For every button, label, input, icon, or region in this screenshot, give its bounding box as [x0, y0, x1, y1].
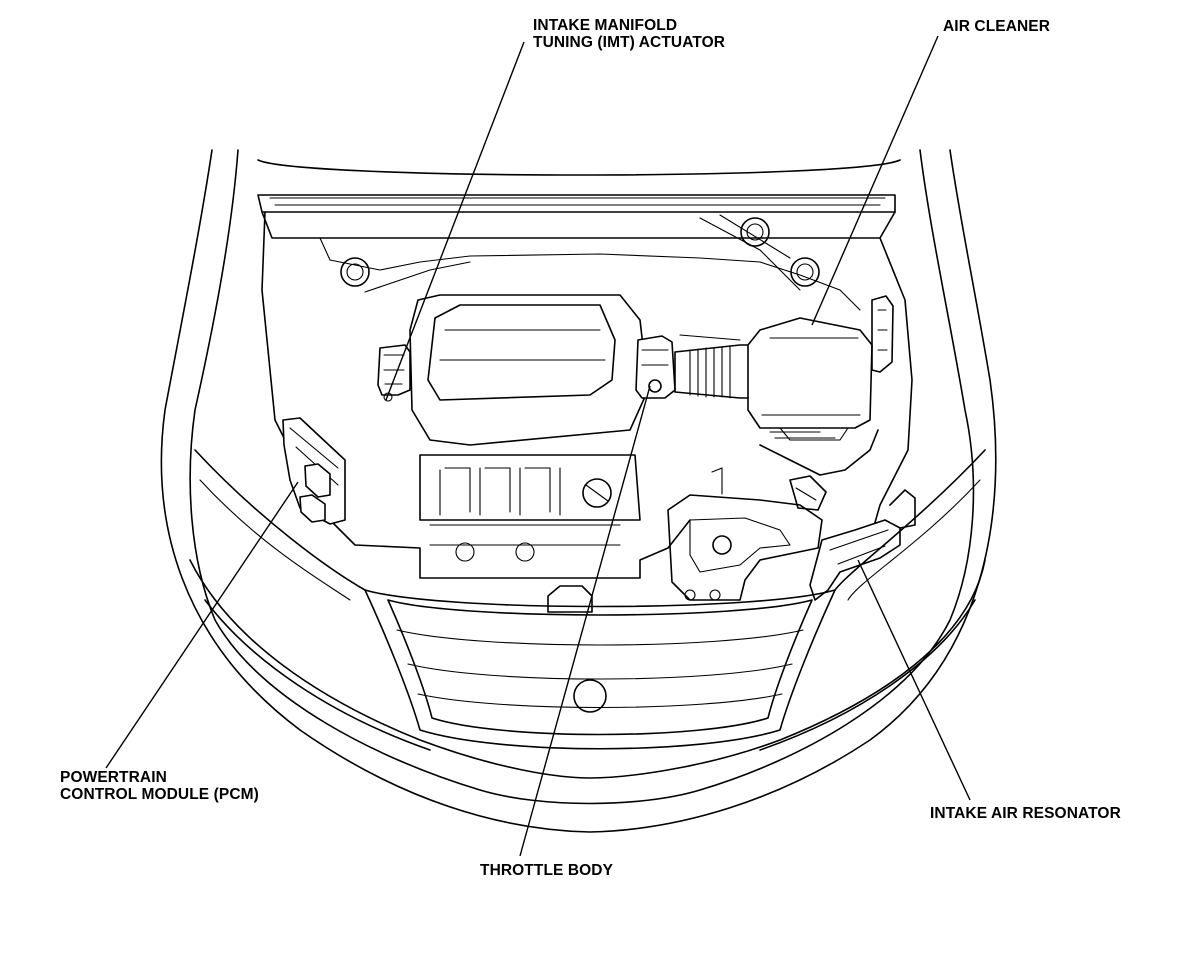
bracket-part: [667, 467, 823, 601]
engine-compartment: [261, 211, 913, 579]
label-pcm-line1: POWERTRAIN: [60, 769, 167, 786]
firewall-outline: [257, 159, 901, 239]
label-imt-actuator: INTAKE MANIFOLD TUNING (IMT) ACTUATOR: [533, 17, 725, 51]
label-throttle-body: THROTTLE BODY: [480, 862, 613, 879]
leader-lines: [105, 35, 971, 857]
label-pcm-line2: CONTROL MODULE (PCM): [60, 786, 259, 803]
label-intake-air-resonator: INTAKE AIR RESONATOR: [930, 805, 1121, 822]
label-air-cleaner-text: AIR CLEANER: [943, 18, 1051, 35]
label-air-cleaner: AIR CLEANER: [943, 18, 1050, 35]
label-imt-line1: INTAKE MANIFOLD: [533, 17, 678, 34]
front-grille: [364, 589, 836, 750]
air-cleaner-leader-line: [811, 35, 939, 326]
air-cleaner-part: [747, 295, 894, 441]
engine-cover: [409, 294, 649, 613]
label-pcm: POWERTRAIN CONTROL MODULE (PCM): [60, 769, 259, 803]
duct-part: [759, 429, 879, 511]
imt-leader-line: [385, 41, 525, 401]
intake-air-resonator-part: [809, 489, 916, 601]
resonator-leader-line: [857, 559, 971, 801]
car-body-outline: [160, 149, 997, 833]
label-throttle-body-text: THROTTLE BODY: [480, 862, 614, 879]
imt-actuator-part: [377, 344, 411, 402]
label-imt-line2: TUNING (IMT) ACTUATOR: [533, 34, 726, 51]
pcm-part: [282, 417, 346, 525]
throttle-body-part: [635, 335, 676, 399]
throttle-body-leader-line: [519, 385, 651, 857]
headlight-outlines: [194, 449, 986, 601]
label-intake-air-resonator-text: INTAKE AIR RESONATOR: [930, 805, 1121, 822]
pcm-leader-line: [105, 481, 299, 769]
